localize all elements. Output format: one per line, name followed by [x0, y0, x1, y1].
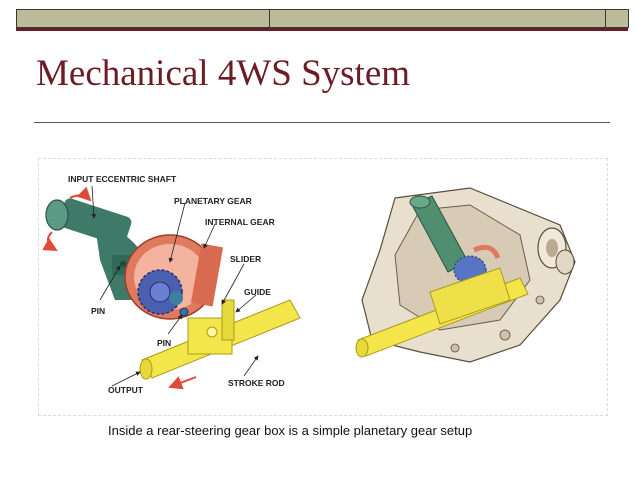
planetary-gear [137, 269, 183, 315]
label-pin-left: PIN [91, 306, 105, 316]
label-guide: GUIDE [244, 287, 271, 297]
label-slider: SLIDER [230, 254, 261, 264]
gearbox-cutaway-illustration [355, 187, 576, 363]
label-planetary-gear: PLANETARY GEAR [174, 196, 252, 206]
output-direction-arrow [168, 376, 197, 390]
top-bar-segment [605, 9, 629, 28]
label-internal-gear: INTERNAL GEAR [205, 217, 275, 227]
figure-caption: Inside a rear-steering gear box is a sim… [108, 423, 473, 438]
schematic-diagram: INPUT ECCENTRIC SHAFT PLANETARY GEAR INT… [42, 174, 301, 395]
slider-and-stroke-rod [139, 299, 301, 380]
figure-frame [38, 158, 608, 416]
label-pin-lower: PIN [157, 338, 171, 348]
pin [120, 261, 126, 267]
label-input-eccentric-shaft: INPUT ECCENTRIC SHAFT [68, 174, 177, 184]
slide-title: Mechanical 4WS System [36, 53, 411, 94]
leader-lines [91, 185, 259, 387]
title-underline [34, 122, 610, 123]
top-decorative-bar [16, 9, 629, 31]
label-output: OUTPUT [108, 385, 144, 395]
pin [179, 307, 189, 317]
label-stroke-rod: STROKE ROD [228, 378, 285, 388]
